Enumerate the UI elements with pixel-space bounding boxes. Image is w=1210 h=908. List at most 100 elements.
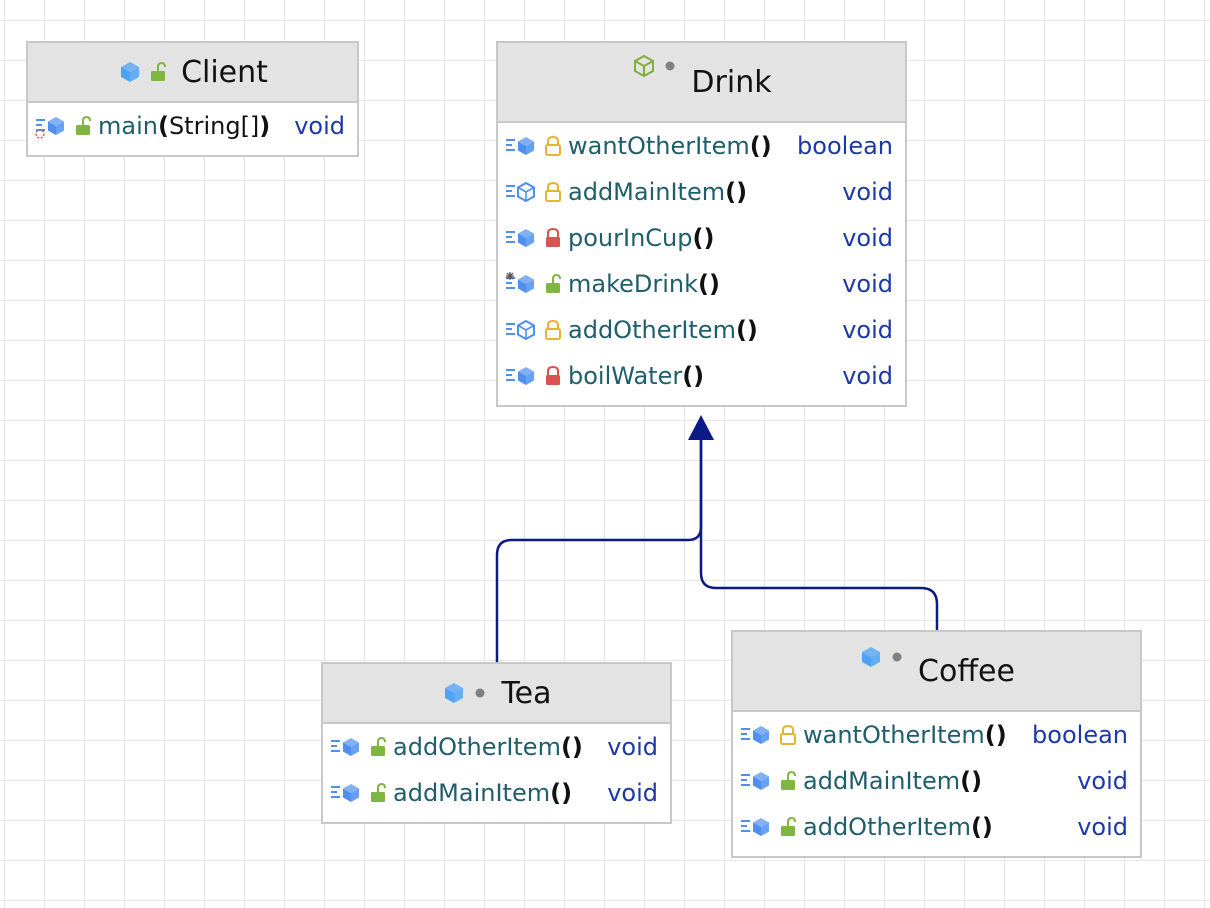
return-type: boolean (1032, 721, 1128, 749)
method-name: pourInCup (568, 224, 693, 252)
method-icon (35, 117, 64, 139)
abstract-method-icon (506, 181, 535, 203)
method-icons (504, 363, 568, 389)
method-row[interactable]: addOtherItem()void (323, 724, 670, 770)
protected-lock-icon (545, 182, 561, 202)
class-name: Drink (691, 64, 772, 100)
method-icons (504, 179, 568, 205)
method-row[interactable]: wantOtherItem()boolean (733, 712, 1140, 758)
method-params: String[] (168, 112, 260, 140)
method-row[interactable]: addMainItem()void (498, 169, 905, 215)
method-icon (741, 772, 769, 790)
method-name: addOtherItem (393, 733, 561, 761)
abstract-method-icon (506, 319, 535, 341)
package-visibility-icon (665, 61, 675, 71)
method-name: addMainItem (393, 779, 551, 807)
class-header[interactable]: Tea (323, 664, 670, 724)
method-icon (506, 137, 534, 155)
package-visibility-icon (892, 652, 902, 662)
method-name: addOtherItem (568, 316, 736, 344)
method-icons (739, 768, 803, 794)
public-lock-icon (151, 62, 167, 81)
method-name: addMainItem (803, 767, 961, 795)
abstract-class-icon (634, 54, 655, 78)
public-lock-icon (546, 274, 561, 293)
method-name: boilWater (568, 362, 683, 390)
return-type: void (1077, 767, 1128, 795)
method-row[interactable]: addOtherItem()void (498, 307, 905, 353)
private-lock-icon (546, 366, 560, 385)
method-icon (331, 738, 359, 756)
method-icon (741, 818, 769, 836)
method-icons (739, 814, 803, 840)
public-lock-icon (781, 771, 796, 790)
return-type: boolean (797, 132, 893, 160)
package-visibility-icon (475, 688, 485, 698)
class-icon-group (441, 680, 487, 706)
class-icon-group (631, 53, 677, 79)
return-type: void (607, 779, 658, 807)
method-row[interactable]: makeDrink()void (498, 261, 905, 307)
method-icons (329, 734, 393, 760)
inheritance-arrowhead (688, 415, 714, 440)
return-type: void (842, 270, 893, 298)
inheritance-line-coffee (699, 438, 939, 630)
method-row[interactable]: pourInCup()void (498, 215, 905, 261)
return-type: void (842, 224, 893, 252)
method-icons (329, 780, 393, 806)
method-icon (741, 726, 769, 744)
method-name: makeDrink (568, 270, 699, 298)
class-icon (862, 647, 881, 667)
return-type: void (607, 733, 658, 761)
return-type: void (842, 362, 893, 390)
class-name: Client (181, 54, 268, 90)
class-icon-group (117, 59, 167, 85)
method-row[interactable]: wantOtherItem()boolean (498, 123, 905, 169)
return-type: void (842, 178, 893, 206)
private-lock-icon (546, 228, 560, 247)
class-header[interactable]: Client (28, 43, 357, 103)
class-box-client[interactable]: Client main(String[])void (26, 41, 359, 157)
method-row[interactable]: addOtherItem()void (733, 804, 1140, 850)
protected-lock-icon (780, 725, 796, 745)
protected-lock-icon (545, 136, 561, 156)
methods-compartment: main(String[])void (28, 103, 357, 155)
method-name: wantOtherItem (803, 721, 985, 749)
method-row[interactable]: boilWater()void (498, 353, 905, 399)
method-icon (506, 229, 534, 247)
return-type: void (1077, 813, 1128, 841)
public-lock-icon (371, 783, 386, 802)
method-row[interactable]: addMainItem()void (733, 758, 1140, 804)
public-lock-icon (76, 116, 91, 135)
method-name: wantOtherItem (568, 132, 750, 160)
method-row[interactable]: addMainItem()void (323, 770, 670, 816)
method-icons (34, 113, 98, 139)
method-icon (331, 784, 359, 802)
method-icon (506, 367, 534, 385)
method-icons (504, 225, 568, 251)
method-icons (504, 271, 568, 297)
return-type: void (842, 316, 893, 344)
method-name: main (98, 112, 158, 140)
class-icon (121, 62, 140, 82)
return-type: void (294, 112, 345, 140)
method-row[interactable]: main(String[])void (28, 103, 357, 149)
inheritance-line-tea (495, 438, 703, 662)
method-icons (504, 133, 568, 159)
protected-lock-icon (545, 320, 561, 340)
class-icon-group (858, 644, 904, 670)
public-lock-icon (781, 817, 796, 836)
public-lock-icon (371, 737, 386, 756)
method-icons (739, 722, 803, 748)
class-header[interactable]: Drink (498, 43, 905, 123)
method-icon (506, 272, 534, 293)
class-header[interactable]: Coffee (733, 632, 1140, 712)
class-icon (445, 683, 464, 703)
method-name: addOtherItem (803, 813, 971, 841)
